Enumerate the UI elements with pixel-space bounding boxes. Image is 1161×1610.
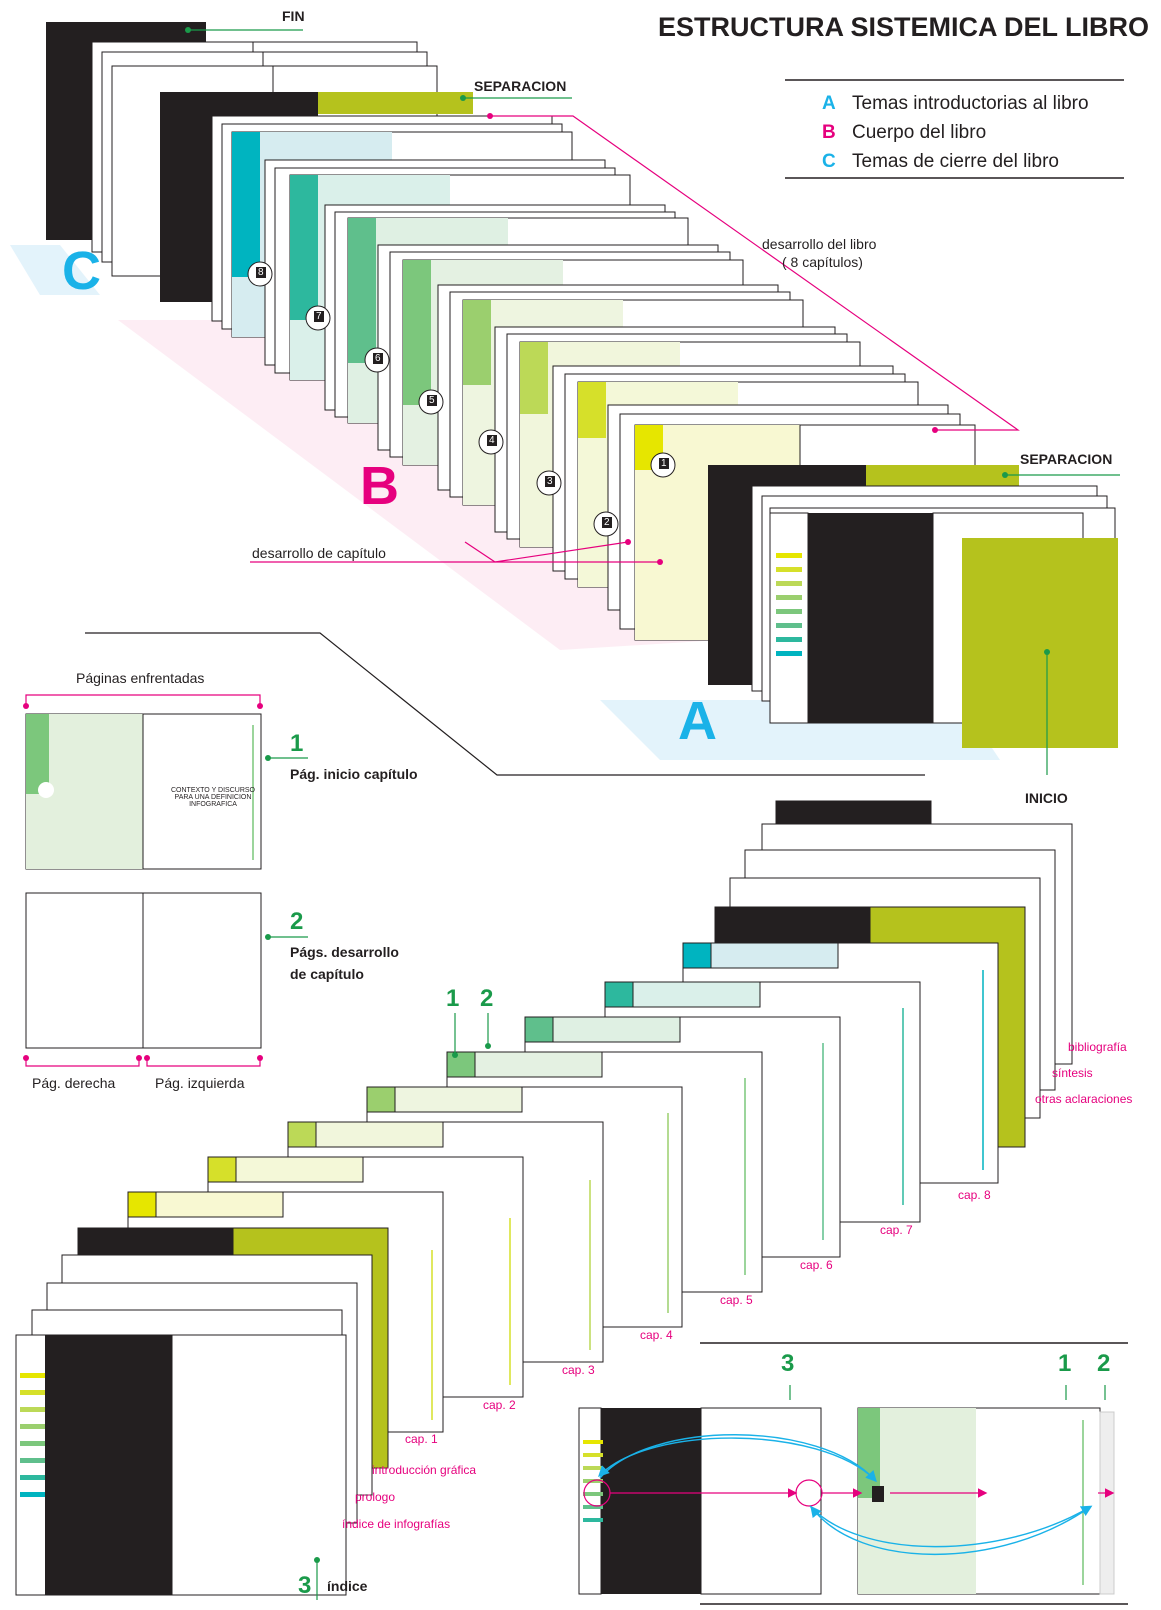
navigation-diagram (578, 1385, 1115, 1595)
bottom-stack (31, 800, 1073, 1551)
page-title: ESTRUCTURA SISTEMICA DEL LIBRO (658, 12, 1150, 42)
intro-separation-olive (866, 465, 1019, 487)
green-connectors-bottom (316, 1013, 489, 1600)
section-c-shadow (10, 245, 100, 295)
separation-olive-band (318, 92, 473, 114)
label-pag-izquierda: Pág. izquierda (155, 1075, 245, 1091)
label-paginas-enfrentadas: Páginas enfrentadas (76, 670, 205, 686)
label-pag-inicio-capitulo: Pág. inicio capítulo (290, 766, 418, 782)
label-desarrollo-capitulo: desarrollo de capítulo (252, 545, 386, 561)
big-letter-c: C (62, 241, 101, 301)
chapter-num-1: 1 (659, 458, 669, 469)
caption-cap-3: cap. 3 (562, 1363, 595, 1377)
bottom-number-3: 3 (298, 1572, 312, 1599)
caption-cap-6: cap. 6 (800, 1258, 833, 1272)
nav-number-2: 2 (1097, 1350, 1111, 1377)
green-connectors-top (188, 29, 1120, 775)
label-fin: FIN (282, 8, 305, 24)
label-separacion-right: SEPARACION (1020, 451, 1113, 467)
section-divider (85, 632, 925, 776)
pink-connectors-top (250, 115, 1020, 563)
chapter-num-6: 6 (373, 353, 383, 364)
chapter-num-8: 8 (256, 267, 266, 278)
label-sintesis: síntesis (1052, 1066, 1093, 1080)
label-inicio: INICIO (1025, 790, 1068, 806)
legend-text-b: Cuerpo del libro (852, 122, 987, 143)
legend-text-a: Temas introductorias al libro (852, 93, 1089, 114)
caption-cap-5: cap. 5 (720, 1293, 753, 1307)
spread-2 (25, 892, 262, 1049)
legend-letter-b: B (822, 122, 836, 143)
page-accent-lines (431, 970, 984, 1420)
caption-cap-4: cap. 4 (640, 1328, 673, 1342)
nav-number-3: 3 (781, 1350, 795, 1377)
label-indice: índice (327, 1578, 368, 1594)
chapter-num-5: 5 (427, 395, 437, 406)
label-bibliografia: bibliografía (1068, 1040, 1127, 1054)
chapter-num-2: 2 (602, 517, 612, 528)
index-spread-bottom (15, 1334, 347, 1596)
caption-cap-2: cap. 2 (483, 1398, 516, 1412)
index-black-panel-top (808, 513, 933, 723)
chapter-num-7: 7 (314, 311, 324, 322)
pink-dots-top (487, 113, 938, 565)
bottom-number-2: 2 (480, 985, 494, 1012)
spread-1 (25, 713, 262, 870)
chapter-num-3: 3 (545, 476, 555, 487)
caption-cap-8: cap. 8 (958, 1188, 991, 1202)
caption-cap-1: cap. 1 (405, 1432, 438, 1446)
chapter-title-sample: CONTEXTO Y DISCURSO PARA UNA DEFINICION … (170, 787, 256, 808)
label-prologo: prologo (355, 1490, 396, 1504)
label-introduccion-grafica: introducción gráfica (372, 1463, 477, 1477)
caption-cap-7: cap. 7 (880, 1223, 913, 1237)
label-pags-desarrollo: Págs. desarrollo (290, 944, 399, 960)
cover-page (962, 538, 1118, 748)
chapter-num-4: 4 (487, 435, 497, 446)
index-color-tabs-top (776, 553, 802, 656)
big-letter-a: A (678, 691, 717, 751)
label-pag-derecha: Pág. derecha (32, 1075, 116, 1091)
index-tabs-top (769, 512, 809, 724)
label-de-capitulo: de capítulo (290, 966, 364, 982)
label-indice-infografias: índice de infografías (342, 1517, 451, 1531)
legend-text-c: Temas de cierre del libro (852, 151, 1059, 172)
nav-number-1: 1 (1058, 1350, 1072, 1377)
big-letter-b: B (360, 456, 399, 516)
item-number-2: 2 (290, 908, 304, 935)
label-otras-aclaraciones: otras aclaraciones (1035, 1092, 1133, 1106)
label-separacion-top: SEPARACION (474, 78, 567, 94)
legend-letter-a: A (822, 93, 836, 114)
bottom-number-1: 1 (446, 985, 460, 1012)
item-number-1: 1 (290, 730, 304, 757)
legend-letter-c: C (822, 151, 836, 172)
label-ocho-capitulos: ( 8 capítulos) (782, 254, 863, 270)
spread-brackets (25, 694, 261, 1067)
label-desarrollo-libro: desarrollo del libro (762, 236, 877, 252)
